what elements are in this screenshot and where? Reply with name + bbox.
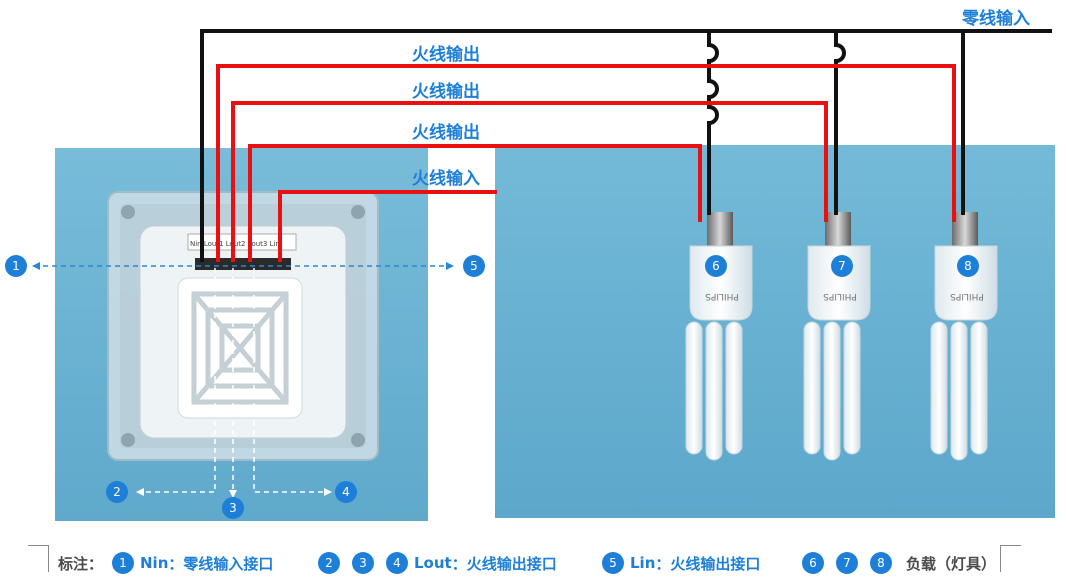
marker-3: 3	[222, 497, 244, 519]
bulb-brand: PHILIPS	[705, 291, 739, 301]
legend-marker-3: 3	[352, 552, 374, 574]
legend-lin-code: Lin	[630, 554, 656, 572]
marker-5: 5	[463, 255, 485, 277]
legend-marker-7: 7	[836, 552, 858, 574]
legend-bracket-left	[28, 545, 49, 572]
svg-text:4: 4	[342, 485, 350, 499]
label-neutral-input: 零线输入	[961, 8, 1030, 29]
svg-text:8: 8	[964, 259, 972, 273]
legend-load-desc: 负载（灯具）	[906, 554, 997, 573]
legend-marker-1: 1	[112, 552, 134, 574]
bulb-8: PHILIPS	[930, 212, 998, 461]
svg-text:3: 3	[229, 501, 237, 515]
svg-text:6: 6	[712, 259, 720, 273]
legend-lout-desc: ：火线输出接口	[451, 554, 557, 573]
marker-6: 6	[705, 255, 727, 277]
switch-device: Nin Lout1 Lout2 Lout3 Lin	[107, 191, 379, 461]
bulb-brand: PHILIPS	[823, 291, 857, 301]
marker-8: 8	[957, 255, 979, 277]
leader-lines	[34, 265, 452, 494]
label-live-output-3: 火线输出	[412, 122, 480, 143]
marker-7: 7	[831, 255, 853, 277]
marker-2: 2	[106, 481, 128, 503]
legend-marker-6: 6	[802, 552, 824, 574]
marker-1: 1	[5, 255, 27, 277]
label-live-input: 火线输入	[412, 168, 480, 189]
svg-text:5: 5	[470, 259, 478, 273]
legend-marker-5: 5	[602, 552, 624, 574]
legend-lout-code: Lout	[414, 554, 452, 572]
legend-nin-desc: ：零线输入接口	[168, 554, 274, 573]
svg-text:2: 2	[113, 485, 121, 499]
legend-marker-2: 2	[318, 552, 340, 574]
legend-lin-desc: ：火线输出接口	[655, 554, 761, 573]
svg-text:1: 1	[12, 259, 20, 273]
bulb-6: PHILIPS	[685, 212, 753, 461]
bulb-7: PHILIPS	[803, 212, 871, 461]
neutral-wires	[200, 29, 1052, 262]
legend-prefix: 标注：	[58, 554, 104, 573]
legend-nin-code: Nin	[140, 554, 169, 572]
label-live-output-1: 火线输出	[412, 44, 480, 65]
live-wires	[216, 64, 956, 262]
legend-marker-8: 8	[870, 552, 892, 574]
svg-text:7: 7	[838, 259, 846, 273]
label-live-output-2: 火线输出	[412, 81, 480, 102]
legend-marker-4: 4	[386, 552, 408, 574]
legend-bracket-right	[1000, 545, 1021, 572]
marker-4: 4	[335, 481, 357, 503]
legend: 标注： 1 Nin ：零线输入接口 2 3 4 Lout ：火线输出接口 5 L…	[0, 545, 1066, 581]
bulb-brand: PHILIPS	[950, 291, 984, 301]
